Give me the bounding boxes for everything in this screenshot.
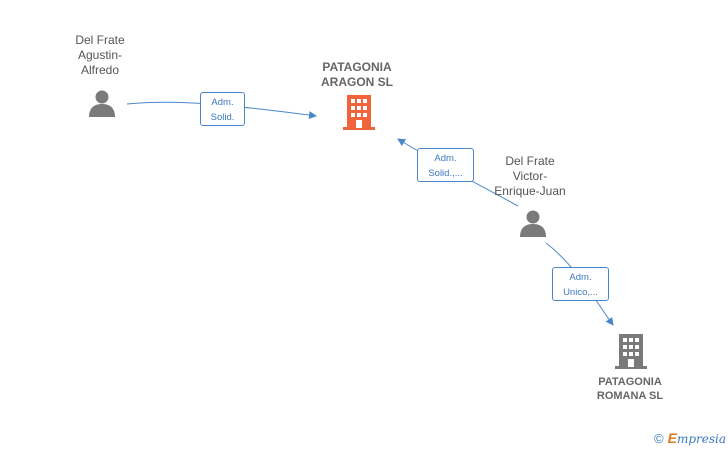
edge-label-line2: Unico,... (563, 287, 598, 298)
brand-logo-text: mpresia (676, 432, 726, 446)
person-victor-name-line1: Del Frate (505, 154, 555, 168)
edge-label-line1: Adm. (569, 272, 592, 283)
company-romana-name-line2: ROMANA SL (596, 390, 664, 402)
edge-agustin-to-aragon (126, 101, 317, 120)
edge-label-line2: Solid. (210, 112, 235, 123)
person-victor-name-line2: Victor- (512, 169, 548, 183)
person-victor-label[interactable]: Del Frate Victor- Enrique-Juan (480, 154, 580, 199)
company-romana-name-line1: PATAGONIA (598, 376, 662, 388)
person-icon[interactable] (87, 88, 117, 118)
company-aragon-label[interactable]: PATAGONIA ARAGON SL (307, 60, 407, 90)
edge-label-agustin-aragon[interactable]: Adm. Solid. (200, 92, 245, 126)
edge-label-line1: Adm. (434, 153, 457, 164)
edge-label-victor-romana[interactable]: Adm. Unico,... (552, 267, 609, 301)
person-agustin-name-line1: Del Frate (75, 33, 125, 47)
company-aragon-name-line2: ARAGON SL (321, 75, 393, 89)
person-victor-name-line3: Enrique-Juan (494, 184, 566, 198)
person-icon[interactable] (518, 208, 548, 238)
edge-label-victor-aragon[interactable]: Adm. Solid.,... (417, 148, 474, 182)
person-agustin-label[interactable]: Del Frate Agustin- Alfredo (60, 33, 140, 78)
copyright-icon: © (654, 431, 664, 446)
brand-logo-initial: E (667, 430, 677, 446)
company-romana-label[interactable]: PATAGONIA ROMANA SL (580, 375, 680, 403)
company-aragon-name-line1: PATAGONIA (322, 60, 392, 74)
building-icon[interactable] (615, 334, 647, 370)
footer-brand: ©Empresia (654, 430, 726, 446)
building-icon[interactable] (343, 95, 375, 131)
person-agustin-name-line3: Alfredo (80, 63, 120, 77)
edge-label-line1: Adm. (211, 97, 234, 108)
person-agustin-name-line2: Agustin- (77, 48, 123, 62)
edge-label-line2: Solid.,... (428, 168, 463, 179)
